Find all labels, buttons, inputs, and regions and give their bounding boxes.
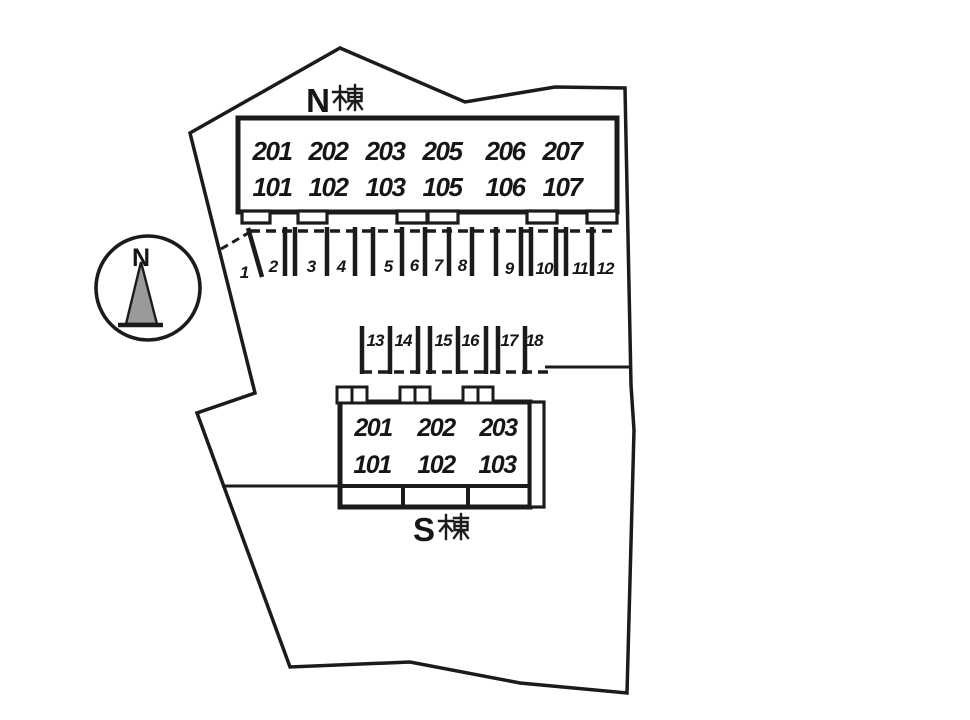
parking-stall-divider-slanted: [245, 227, 265, 278]
unit-number: 101: [253, 172, 293, 202]
unit-number: 105: [423, 172, 464, 202]
tou-kanji-icon: [437, 512, 470, 541]
parking-space-number: 16: [462, 331, 480, 350]
unit-number: 107: [543, 172, 585, 202]
unit-number: 206: [485, 136, 527, 166]
parking-row-north: 1 2 3 4 5 6 7 8 9 10 11 12: [220, 227, 616, 282]
south-building-strip-dividers: [401, 486, 470, 507]
parking-space-number: 5: [384, 257, 394, 276]
parking-space-number: 3: [307, 257, 317, 276]
unit-number: 203: [478, 414, 518, 442]
parking-space-number: 2: [268, 257, 279, 276]
unit-number: 205: [422, 136, 464, 166]
south-building-side-annex: [528, 400, 546, 509]
compass-needle-icon: [124, 261, 159, 326]
parking-space-number: 4: [336, 257, 347, 276]
parking-space-number: 7: [434, 256, 445, 275]
unit-number: 102: [417, 451, 456, 479]
tou-kanji-icon: [331, 83, 364, 112]
parking-guide-dashed-diagonal: [220, 230, 251, 251]
parking-stall-dividers: [359, 326, 528, 374]
north-building-label: N: [306, 82, 330, 119]
parking-row-south: 13 14 15 16 17 18: [359, 326, 548, 374]
north-building-entrances: [240, 209, 619, 225]
unit-number: 103: [366, 172, 407, 202]
south-building-entrances: [335, 385, 495, 405]
parking-space-number: 17: [501, 331, 520, 350]
parking-space-number: 14: [395, 331, 413, 350]
unit-number: 207: [542, 136, 585, 166]
compass: N: [94, 234, 202, 342]
parking-space-number: 12: [597, 259, 615, 278]
unit-number: 106: [486, 172, 527, 202]
south-building-outline: [337, 399, 533, 510]
compass-north-label: N: [132, 244, 150, 272]
unit-number: 103: [478, 451, 517, 479]
north-building: N 201 202 203 205 206 207 101 102 103 10…: [235, 82, 620, 225]
unit-number: 101: [353, 451, 391, 479]
parking-stall-dividers: [282, 227, 595, 276]
parking-space-number: 11: [572, 259, 588, 278]
unit-number: 202: [308, 136, 350, 166]
parking-space-number: 8: [458, 256, 468, 275]
parking-space-number: 1: [240, 263, 249, 282]
parking-space-number: 15: [435, 331, 453, 350]
unit-number: 203: [365, 136, 407, 166]
parking-space-number: 9: [505, 259, 515, 278]
unit-number: 201: [252, 136, 293, 166]
compass-circle: [94, 234, 202, 342]
unit-number: 202: [416, 414, 456, 442]
parking-space-number: 10: [536, 259, 554, 278]
site-boundary: [187, 46, 636, 695]
parking-space-number: 13: [367, 331, 385, 350]
unit-number: 201: [353, 414, 392, 442]
parking-space-number: 6: [410, 256, 420, 275]
north-building-outline: [235, 115, 620, 215]
unit-number: 102: [309, 172, 350, 202]
parking-space-number: 18: [526, 331, 544, 350]
south-building: 201 202 203 101 102 103 S: [335, 385, 546, 548]
south-building-label: S: [413, 511, 435, 548]
